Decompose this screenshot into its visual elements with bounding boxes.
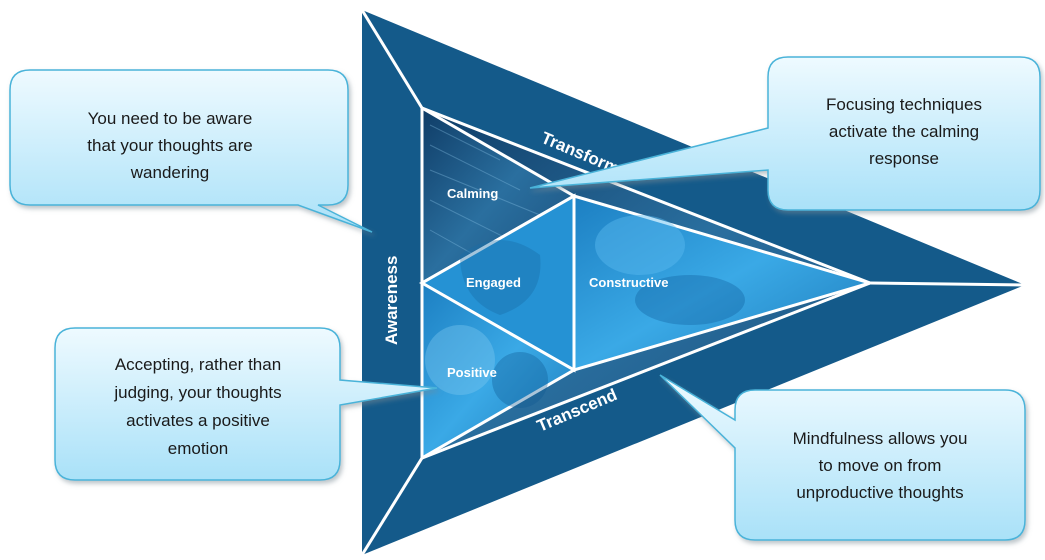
callout-mindfulness-line-1: Mindfulness allows you xyxy=(793,429,968,448)
callout-accepting-line-2: judging, your thoughts xyxy=(113,383,281,402)
callout-accepting-line-3: activates a positive xyxy=(126,411,270,430)
callout-accepting xyxy=(54,327,438,481)
inner-triangle xyxy=(418,105,876,461)
callout-focusing-line-2: activate the calming xyxy=(829,122,979,141)
engaged-label: Engaged xyxy=(466,275,521,290)
positive-cell xyxy=(420,280,578,461)
callout-accepting-line-4: emotion xyxy=(168,439,228,458)
callout-awareness xyxy=(9,69,373,233)
callout-awareness-line-1: You need to be aware xyxy=(88,109,253,128)
callout-focusing xyxy=(529,56,1041,211)
callout-mindfulness xyxy=(659,374,1026,541)
constructive-label: Constructive xyxy=(589,275,668,290)
callout-awareness-line-3: wandering xyxy=(130,163,209,182)
callout-awareness-line-2: that your thoughts are xyxy=(87,136,252,155)
callout-focusing-line-3: response xyxy=(869,149,939,168)
awareness-label: Awareness xyxy=(382,256,401,345)
positive-label: Positive xyxy=(447,365,497,380)
callout-mindfulness-line-3: unproductive thoughts xyxy=(796,483,963,502)
callout-accepting-line-1: Accepting, rather than xyxy=(115,355,281,374)
calming-label: Calming xyxy=(447,186,498,201)
callout-mindfulness-line-2: to move on from xyxy=(819,456,942,475)
callout-focusing-line-1: Focusing techniques xyxy=(826,95,982,114)
